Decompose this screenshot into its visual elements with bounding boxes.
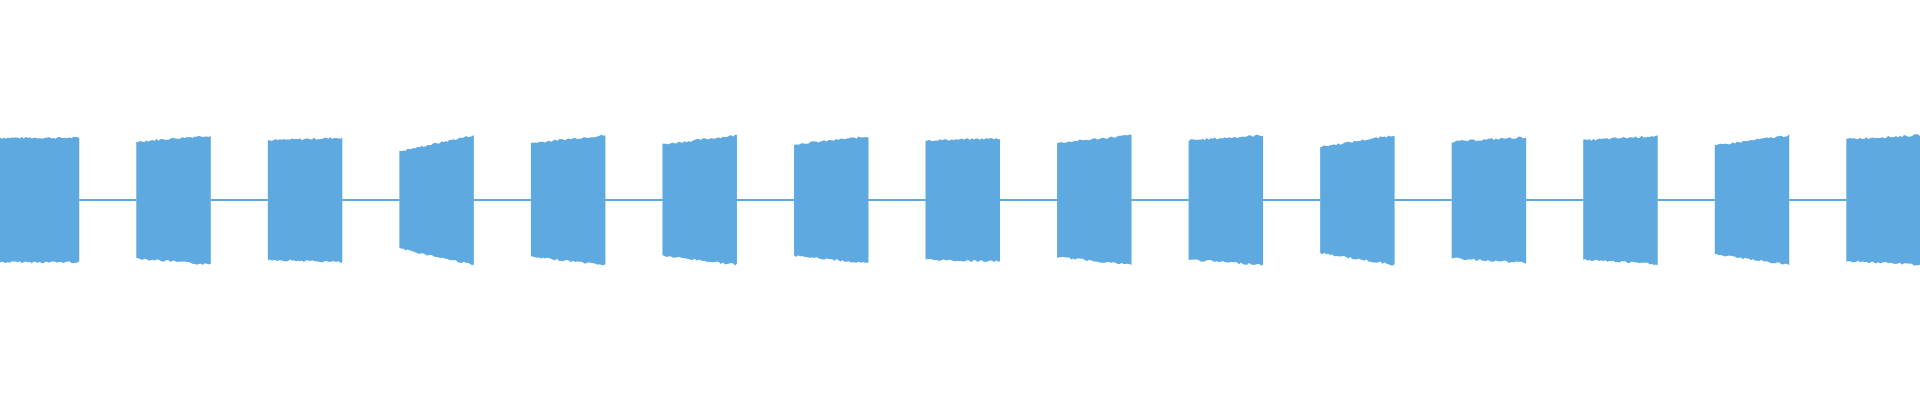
- waveform-silence-segment: [1131, 199, 1189, 201]
- waveform-burst-segment: [530, 134, 606, 266]
- waveform-burst-segment: [1583, 135, 1658, 265]
- waveform-burst-segment: [1846, 134, 1920, 266]
- waveform-silence-segment: [210, 199, 268, 201]
- waveform-burst-segment: [1451, 136, 1527, 264]
- waveform-burst-segment: [399, 135, 474, 266]
- waveform-silence-segment: [1526, 199, 1584, 201]
- waveform-burst-segment: [1320, 135, 1395, 266]
- waveform-burst-segment: [925, 138, 1001, 263]
- waveform-burst-segment: [0, 136, 80, 264]
- waveform-burst-segment: [1714, 134, 1790, 266]
- waveform-silence-segment: [473, 199, 531, 201]
- waveform-burst-segment: [662, 134, 737, 266]
- waveform-silence-segment: [605, 199, 663, 201]
- waveform-burst-segment: [1188, 134, 1264, 266]
- waveform-silence-segment: [342, 199, 400, 201]
- waveform-silence-segment: [1789, 199, 1847, 201]
- waveform-silence-segment: [1657, 199, 1715, 201]
- waveform-silence-segment: [868, 199, 926, 201]
- waveform-silence-segment: [1394, 199, 1452, 201]
- waveform-silence-segment: [79, 199, 137, 201]
- waveform-silence-segment: [1000, 199, 1058, 201]
- waveform-silence-segment: [1263, 199, 1321, 201]
- waveform-burst-segment: [267, 137, 343, 263]
- waveform-burst-segment: [1057, 134, 1132, 265]
- waveform-burst-segment: [136, 135, 211, 266]
- waveform-silence-segment: [736, 199, 794, 201]
- waveform-burst-segment: [793, 136, 869, 263]
